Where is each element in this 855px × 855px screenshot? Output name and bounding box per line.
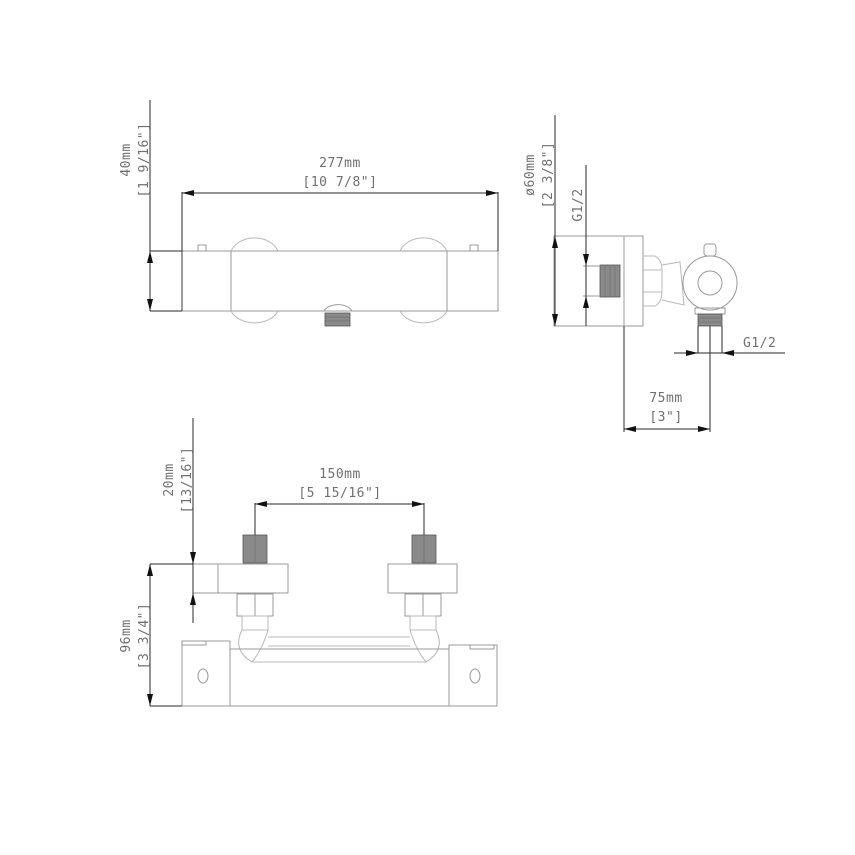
side-body-outline xyxy=(553,235,644,327)
rear-view: 150mm [5 15/16"] 20mm [13/16"] 96mm [3 3… xyxy=(119,418,498,707)
right-handle-top-arc xyxy=(399,237,448,252)
side-thread-top-label: G1/2 xyxy=(571,188,586,221)
right-handle-bottom-arc xyxy=(399,310,448,324)
side-depth-in: [3"] xyxy=(649,410,682,425)
front-width-in: [10 7/8"] xyxy=(303,175,378,190)
front-view: 277mm [10 7/8"] 40mm [1 9/16"] xyxy=(119,100,499,327)
side-thread-bottom-label: G1/2 xyxy=(743,336,776,351)
front-outlet-thread xyxy=(324,312,351,327)
side-knob xyxy=(682,255,738,311)
front-width-mm: 277mm xyxy=(319,156,361,171)
front-height-mm: 40mm xyxy=(119,143,134,176)
rear-spacing-mm: 150mm xyxy=(319,467,361,482)
front-body-outline xyxy=(181,250,499,312)
left-handle-bottom-arc xyxy=(230,310,279,324)
side-outlet-thread xyxy=(697,313,723,327)
rear-spacing-in: [5 15/16"] xyxy=(298,486,381,501)
side-depth-mm: 75mm xyxy=(649,391,682,406)
rear-bracket-in: [13/16"] xyxy=(180,447,195,514)
rear-height-mm: 96mm xyxy=(119,619,134,652)
rear-right-end-cap xyxy=(448,644,498,707)
rear-left-end-cap xyxy=(181,640,231,707)
side-view: ø60mm [2 3/8"] G1/2 G1/2 75mm [3"] xyxy=(523,115,785,432)
rear-bracket-mm: 20mm xyxy=(162,463,177,496)
left-handle-top-arc xyxy=(230,237,279,252)
rear-height-in: [3 3/4"] xyxy=(137,603,152,670)
side-diameter-mm: ø60mm xyxy=(523,154,538,196)
front-height-in: [1 9/16"] xyxy=(137,123,152,198)
side-diameter-in: [2 3/8"] xyxy=(541,142,556,209)
